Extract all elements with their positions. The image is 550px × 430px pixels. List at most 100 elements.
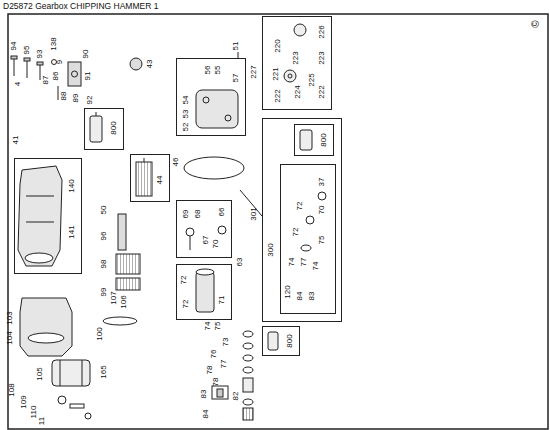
shaft [118, 214, 126, 250]
callout-number: 104 [6, 331, 14, 344]
inset-box: 800 [84, 108, 124, 150]
striker-cylinder [196, 272, 214, 312]
callout-number: 75 [214, 322, 222, 331]
callout-number: 221 [272, 67, 280, 80]
callout-number: 4 [14, 82, 22, 86]
callout-number: 53 [182, 110, 190, 119]
callout-number: 11 [38, 417, 46, 425]
callout-number: 222 [318, 85, 326, 98]
callout-number: 9 [56, 60, 64, 64]
callout-number: 70 [318, 206, 326, 215]
callout-number: 98 [100, 260, 108, 269]
callout-number: 43 [146, 60, 154, 69]
page-frame [8, 14, 548, 429]
callout-number: 222 [274, 89, 282, 102]
callout-number: 74 [312, 262, 320, 271]
callout-number: 103 [6, 311, 14, 324]
inset-box: 66 68 69 6770 [176, 200, 232, 258]
callout-number: 72 [180, 276, 188, 285]
callout-number: 55 [214, 66, 222, 75]
callout-number: 37 [318, 178, 326, 187]
callout-number: 800 [286, 334, 294, 347]
callout-number: 226 [318, 25, 326, 38]
callout-number: 69 [182, 210, 190, 219]
gear [116, 278, 140, 290]
callout-number: 70 [212, 240, 220, 249]
callout-number: 87 [42, 76, 50, 85]
callout-number: 90 [82, 50, 90, 59]
callout-number: 77 [220, 360, 228, 369]
callout-number: 223 [292, 51, 300, 64]
callout-number: 57 [232, 74, 240, 83]
callout-number: 107 [110, 291, 118, 304]
callout-number: 96 [100, 232, 108, 241]
callout-number: 72 [182, 300, 190, 309]
screw-parts [11, 56, 81, 100]
callout-number: 108 [8, 383, 16, 396]
callout-number: 105 [36, 367, 44, 380]
callout-number: 41 [12, 136, 20, 145]
callout-number: 72 [292, 228, 300, 237]
callout-number: 76 [210, 350, 218, 359]
callout-number: 224 [294, 85, 302, 98]
grease-icon [90, 116, 102, 142]
gear-cover [196, 90, 238, 128]
callout-number: 120 [284, 285, 292, 298]
callout-number: 75 [318, 236, 326, 245]
callout-number: 300 [267, 243, 275, 256]
callout-number: 46 [172, 158, 180, 167]
gear [136, 162, 152, 196]
callout-number: 140 [68, 179, 76, 192]
callout-number: 109 [20, 395, 28, 408]
callout-number: 93 [36, 50, 44, 59]
callout-number: 138 [50, 37, 58, 50]
callout-number: 88 [60, 92, 68, 101]
callout-number: 227 [250, 65, 258, 78]
inset-box: 140 141 [14, 158, 82, 274]
seal-stack [243, 331, 253, 420]
inset-box: 30180030037727072757477741208483 [262, 118, 342, 322]
callout-number: 800 [110, 121, 118, 134]
callout-number: 56 [204, 66, 212, 75]
gear [116, 254, 140, 274]
callout-number: 44 [156, 176, 164, 185]
callout-number: 89 [72, 94, 80, 103]
inset-box: 227226220223223221222224225222 [262, 16, 332, 110]
callout-number: 110 [30, 406, 38, 419]
callout-number: 74 [204, 322, 212, 331]
inset-box: 800 [294, 124, 334, 156]
callout-number: 73 [222, 338, 230, 347]
callout-number: 225 [308, 73, 316, 86]
callout-number: 72 [296, 202, 304, 211]
callout-number: 82 [232, 392, 240, 401]
callout-number: 84 [202, 410, 210, 419]
callout-number: 67 [202, 236, 210, 245]
inset-box: 30037727072757477741208483 [280, 164, 336, 314]
cylinder-housing [20, 298, 72, 356]
gear-housing [18, 166, 62, 266]
callout-number: 83 [200, 390, 208, 399]
callout-number: 301 [250, 207, 258, 220]
callout-number: 94 [10, 42, 18, 51]
callout-number: 77 [300, 258, 308, 267]
callout-number: 50 [100, 206, 108, 215]
callout-number: 52 [182, 123, 190, 132]
callout-number: 68 [194, 210, 202, 219]
callout-number: 63 [236, 258, 244, 267]
cylinder [52, 360, 90, 386]
cap [130, 58, 142, 70]
callout-number: 141 [68, 225, 76, 238]
inset-box: 5655 57 54 53 52 [176, 58, 246, 136]
callout-number: 106 [120, 295, 128, 308]
callout-number: 84 [296, 292, 304, 301]
callout-number: 66 [218, 208, 226, 217]
callout-number: 800 [320, 133, 328, 146]
callout-number: 99 [100, 288, 108, 297]
inset-box: 800 [262, 326, 300, 356]
callout-number: 92 [86, 96, 94, 105]
copyright-mark: © [532, 20, 540, 27]
callout-number: 78 [206, 366, 214, 375]
callout-number: 54 [182, 96, 190, 105]
inset-box: 44 [130, 154, 170, 202]
